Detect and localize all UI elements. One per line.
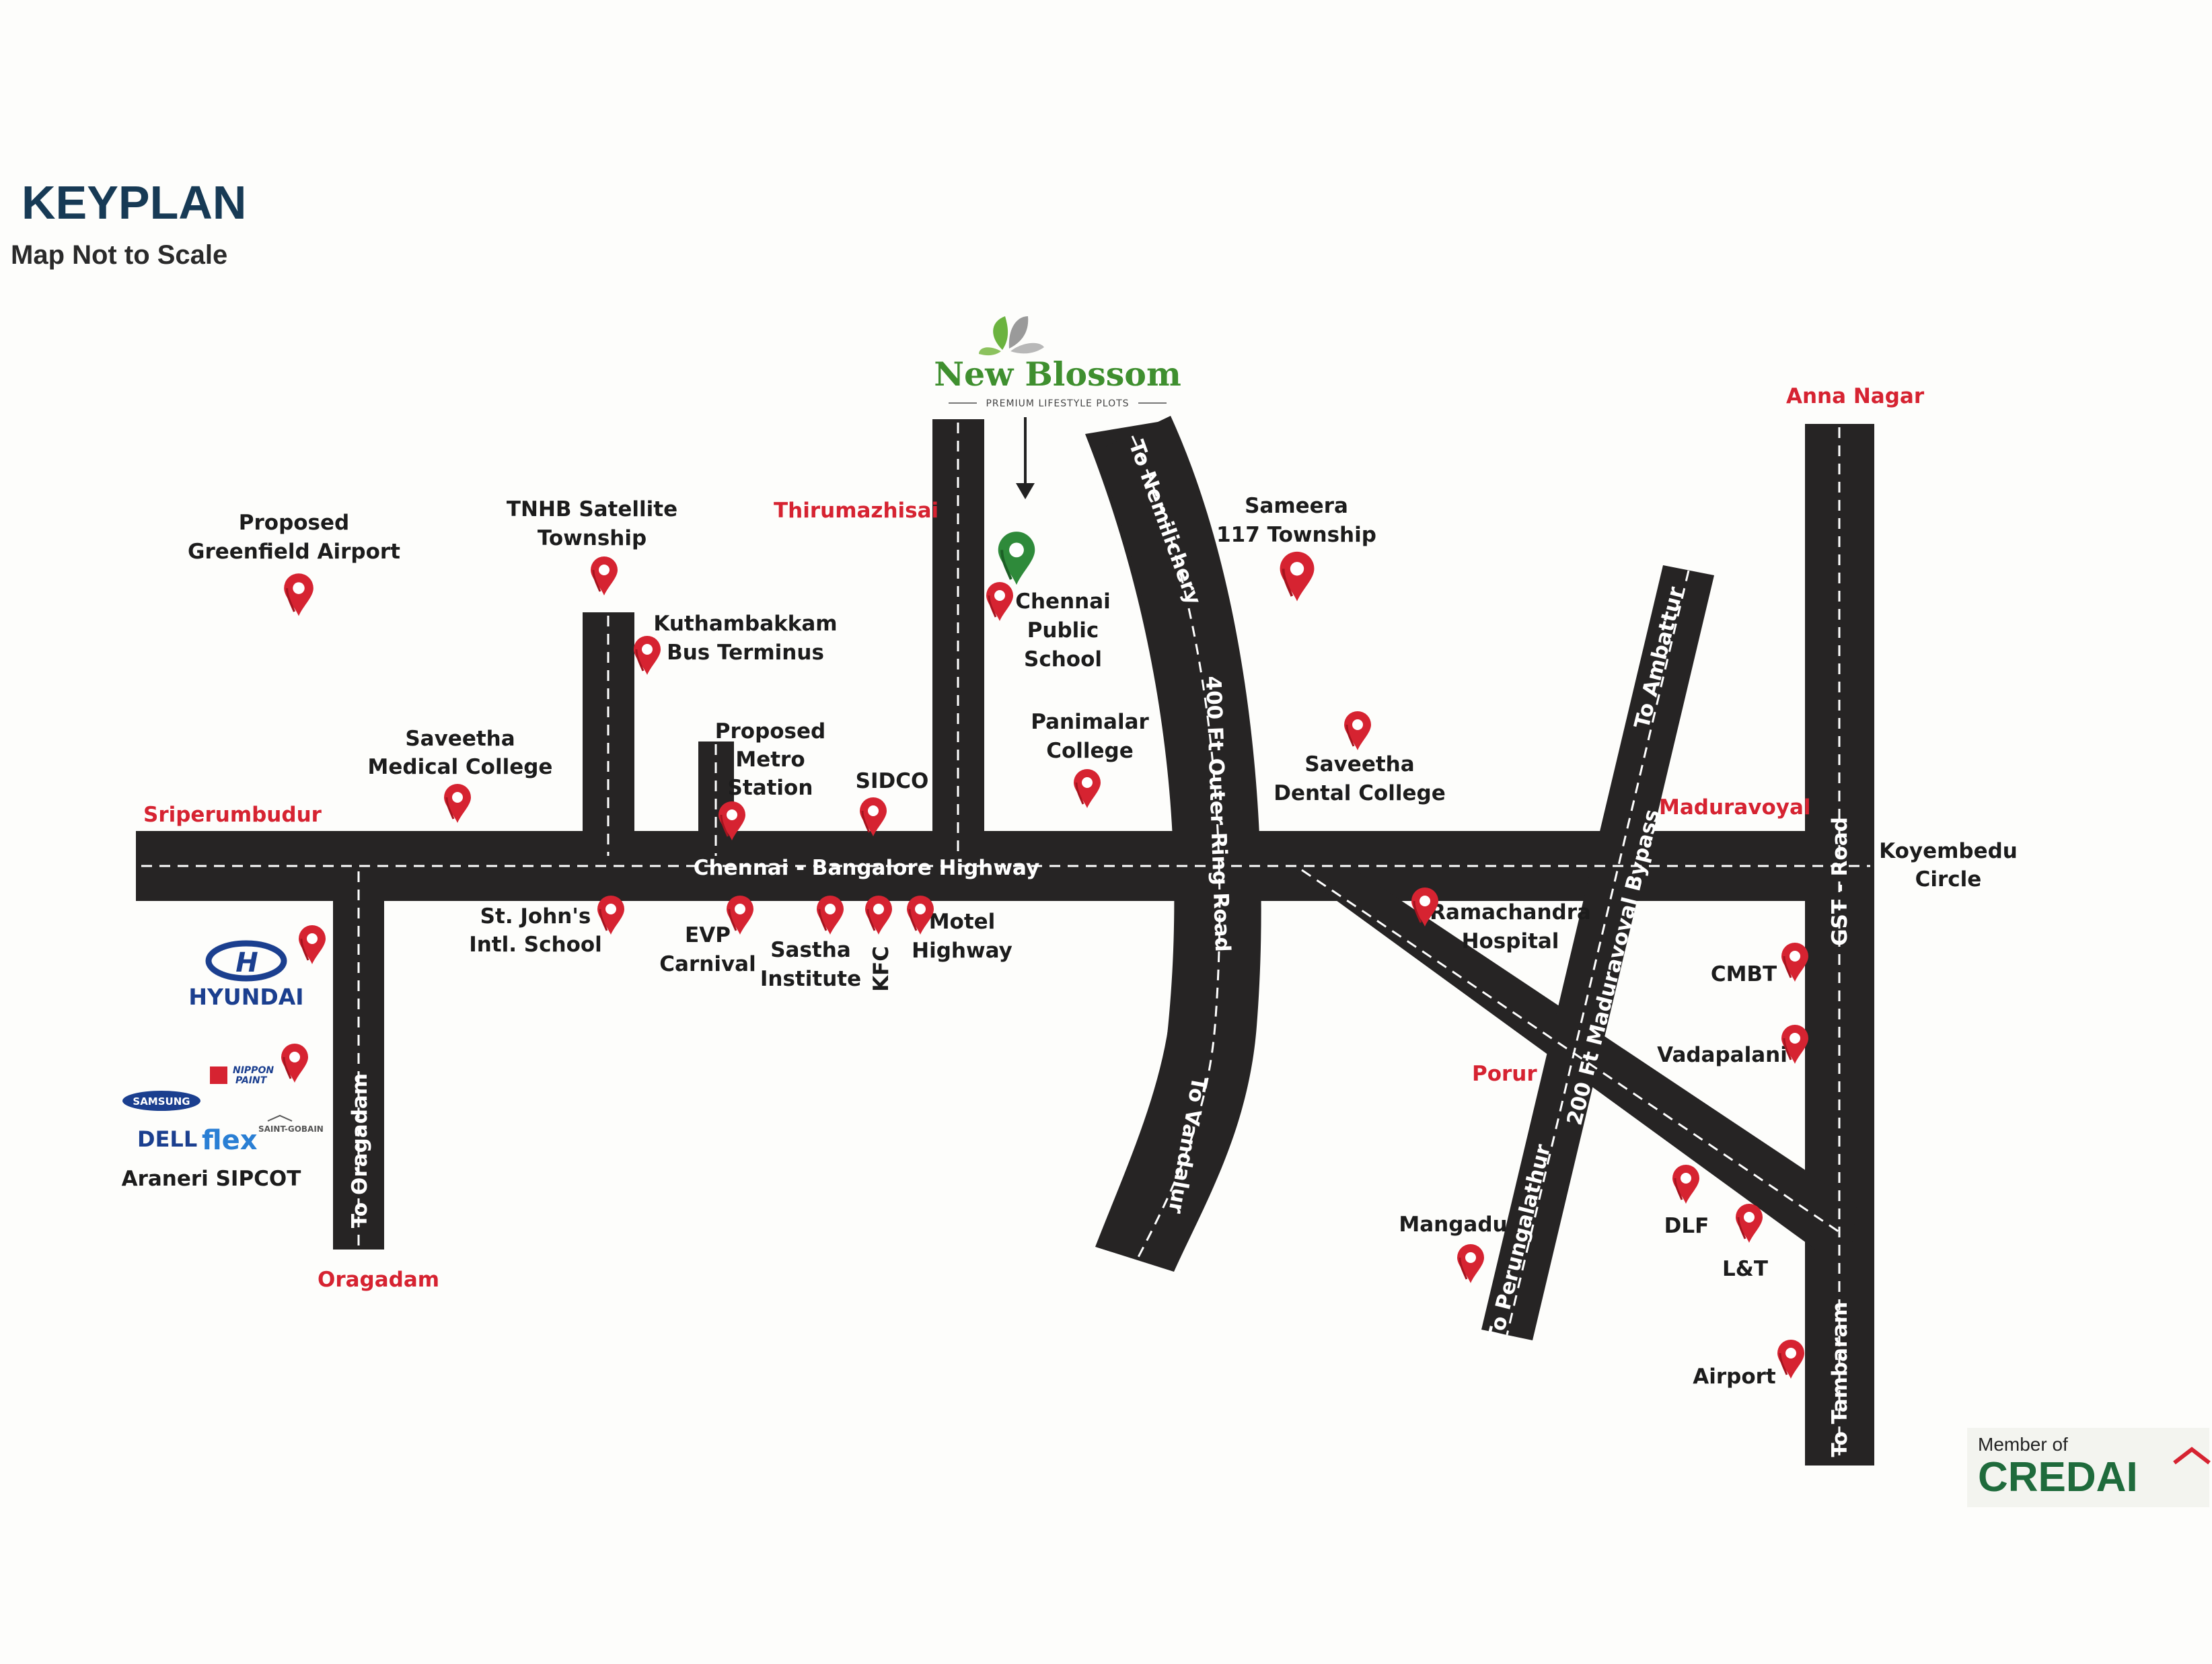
place-sriperumbudur: Sriperumbudur	[143, 803, 322, 827]
label-araneri-sipcot: Araneri SIPCOT	[122, 1167, 301, 1191]
saint-gobain-wordmark: SAINT-GOBAIN	[258, 1124, 324, 1134]
greenfield-airport-pin-icon	[283, 573, 315, 618]
mangadu-pin-icon	[1456, 1243, 1485, 1285]
new-blossom-logo: New Blossom PREMIUM LIFESTYLE PLOTS	[934, 316, 1181, 585]
airport-pin-icon	[1776, 1339, 1806, 1380]
arrow-head-icon	[1016, 483, 1035, 499]
place-maduravoyal: Maduravoyal	[1659, 795, 1811, 820]
sidco-pin-icon	[858, 797, 888, 838]
samsung-logo: SAMSUNG	[122, 1091, 200, 1111]
sipcot-pin-icon	[280, 1043, 309, 1084]
credai-member-of: Member of	[1978, 1434, 2068, 1455]
dell-flex-saint-gobain-logos: DELL flex SAINT-GOBAIN	[137, 1114, 324, 1156]
credai-roof-icon	[2173, 1447, 2211, 1465]
gst-label: GST - Road	[1828, 817, 1852, 946]
label-vadapalani: Vadapalani	[1657, 1043, 1787, 1067]
lane-markings	[141, 423, 1870, 1461]
evp-pin-icon	[725, 895, 755, 936]
panimalar-pin-icon	[1072, 768, 1102, 809]
credai-wordmark: CREDAI	[1978, 1454, 2138, 1500]
map-scale-note: Map Not to Scale	[11, 240, 227, 270]
svg-text:PAINT: PAINT	[235, 1075, 268, 1086]
svg-text:SAMSUNG: SAMSUNG	[133, 1095, 190, 1108]
bypass-road	[1481, 565, 1714, 1340]
label-airport: Airport	[1693, 1365, 1776, 1389]
brand-name: New Blossom	[934, 355, 1181, 394]
highway-label: Chennai - Bangalore Highway	[694, 856, 1039, 880]
credai-badge: Member of CREDAI	[1967, 1428, 2211, 1507]
place-thirumazhisai: Thirumazhisai	[774, 499, 938, 523]
keyplan-title: KEYPLAN	[22, 176, 246, 229]
to-tambaram-label: To Tambaram	[1828, 1301, 1852, 1457]
tnhb-pin-icon	[589, 556, 619, 597]
label-kfc: KFC	[869, 946, 893, 992]
chennai-public-school-pin-icon	[985, 581, 1015, 622]
nippon-paint-logo: NIPPON PAINT	[210, 1065, 274, 1086]
place-anna-nagar: Anna Nagar	[1786, 384, 1925, 408]
flex-wordmark: flex	[202, 1125, 258, 1156]
label-dlf: DLF	[1664, 1214, 1709, 1238]
project-location-pin-icon	[998, 532, 1035, 585]
kfc-pin-icon	[864, 895, 893, 936]
sastha-pin-icon	[815, 895, 845, 936]
hyundai-logo: H HYUNDAI	[188, 940, 304, 1010]
label-mangadu: Mangadu	[1399, 1213, 1507, 1237]
hyundai-wordmark: HYUNDAI	[188, 984, 303, 1010]
lt-pin-icon	[1734, 1203, 1764, 1244]
svg-text:H: H	[235, 947, 258, 978]
dell-wordmark: DELL	[137, 1126, 197, 1152]
saveetha-medical-pin-icon	[443, 783, 472, 824]
to-oragadam-label: To Oragadam	[348, 1073, 372, 1228]
blossom-flower-icon	[979, 316, 1044, 356]
label-cmbt: CMBT	[1711, 962, 1777, 986]
kuthambakkam-pin-icon	[632, 635, 662, 676]
label-lt: L&T	[1722, 1257, 1768, 1281]
cmbt-pin-icon	[1780, 942, 1810, 983]
label-sidco: SIDCO	[856, 769, 929, 793]
place-porur: Porur	[1472, 1062, 1537, 1086]
saveetha-dental-pin-icon	[1343, 711, 1372, 752]
tnhb-road	[583, 612, 634, 831]
place-oragadam: Oragadam	[318, 1268, 439, 1292]
dlf-pin-icon	[1671, 1164, 1701, 1205]
sameera-pin-icon	[1278, 550, 1316, 603]
hyundai-pin-icon	[297, 925, 327, 966]
st-johns-pin-icon	[596, 895, 626, 936]
svg-text:NIPPON: NIPPON	[233, 1065, 274, 1076]
brand-tagline: PREMIUM LIFESTYLE PLOTS	[986, 398, 1129, 409]
